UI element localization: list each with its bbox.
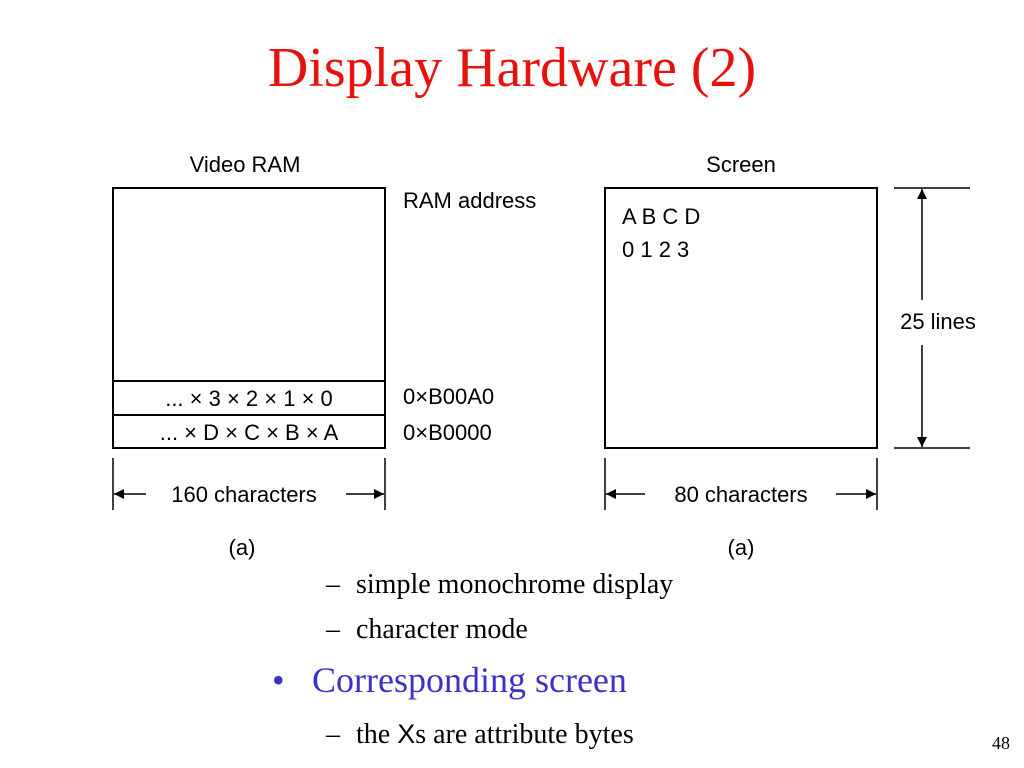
video-ram-caption: (a) [229, 535, 256, 560]
dash-marker: – [326, 719, 340, 750]
video-ram-box [112, 187, 386, 449]
sub-bullet-text: simple monochrome display [356, 569, 674, 600]
video-ram-row-upper: ... × 3 × 2 × 1 × 0 [165, 386, 333, 411]
dash-marker: – [326, 614, 340, 645]
page-number: 48 [992, 733, 1010, 753]
video-ram-heading: Video RAM [190, 152, 301, 177]
video-ram-width-label: 160 characters [171, 482, 317, 507]
sub-bullet-x: X [397, 719, 416, 749]
bullet-corresponding-screen: • Corresponding screen [272, 660, 627, 700]
sub-bullet-text: character mode [356, 614, 528, 645]
ram-address-upper: 0×B00A0 [403, 384, 494, 409]
ram-address-lower: 0×B0000 [403, 420, 492, 445]
screen-heading: Screen [706, 152, 776, 177]
sub-bullet-character-mode: –character mode [326, 614, 528, 646]
sub-bullet-attribute-bytes: –the Xs are attribute bytes [326, 718, 634, 751]
dash-marker: – [326, 569, 340, 600]
screen-line-2: 0 1 2 3 [622, 237, 689, 262]
sub-bullet-prefix: the [356, 719, 398, 750]
bullet-marker: • [272, 660, 285, 700]
video-ram-row-lower: ... × D × C × B × A [160, 420, 339, 445]
screen-height-label: 25 lines [900, 309, 976, 334]
screen-box [604, 187, 878, 449]
sub-bullet-suffix: s are attribute bytes [415, 719, 634, 750]
screen-width-label: 80 characters [674, 482, 807, 507]
ram-address-heading: RAM address [403, 188, 536, 213]
screen-line-1: A B C D [622, 204, 700, 229]
sub-bullet-monochrome: –simple monochrome display [326, 569, 673, 601]
bullet-text: Corresponding screen [312, 660, 627, 700]
slide-title: Display Hardware (2) [267, 37, 757, 99]
screen-caption: (a) [728, 535, 755, 560]
